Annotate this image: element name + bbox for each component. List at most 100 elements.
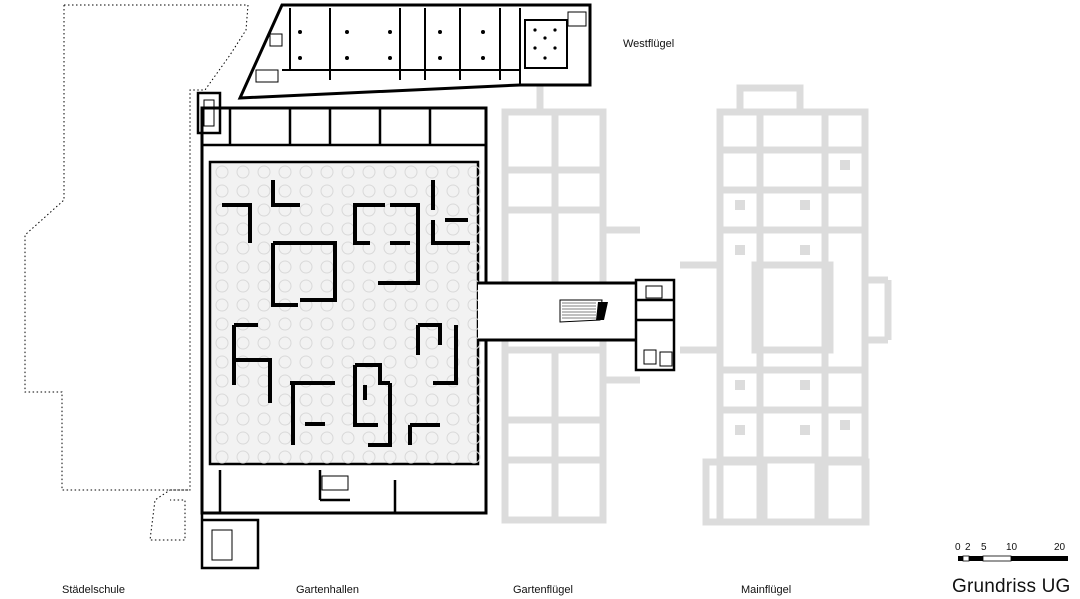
skylight-circle: [446, 279, 460, 293]
south-rooms: [200, 470, 486, 570]
skylight-circle: [320, 203, 334, 217]
skylight-circle: [257, 222, 271, 236]
skylight-circle: [446, 317, 460, 331]
skylight-circle: [278, 184, 292, 198]
skylight-circle: [425, 393, 439, 407]
skylight-circle: [320, 431, 334, 445]
skylight-circle: [215, 241, 229, 255]
skylight-circle: [404, 393, 418, 407]
skylight-circle: [278, 260, 292, 274]
skylight-circle: [215, 374, 229, 388]
skylight-circle: [383, 355, 397, 369]
skylight-circle: [467, 184, 481, 198]
skylight-circle: [467, 431, 481, 445]
skylight-circle: [257, 412, 271, 426]
skylight-circle: [383, 165, 397, 179]
label-gartenhallen: Gartenhallen: [296, 584, 359, 596]
gartenhallen: [200, 106, 488, 515]
skylight-circle: [299, 450, 313, 464]
skylight-circle: [446, 431, 460, 445]
skylight-grid: [215, 165, 481, 464]
skylight-circle: [215, 165, 229, 179]
skylight-circle: [404, 298, 418, 312]
label-gartenfluegel: Gartenflügel: [513, 584, 573, 596]
skylight-circle: [236, 412, 250, 426]
skylight-circle: [404, 450, 418, 464]
skylight-circle: [257, 260, 271, 274]
skylight-circle: [404, 355, 418, 369]
label-staedelschule: Städelschule: [62, 584, 125, 596]
skylight-circle: [320, 336, 334, 350]
skylight-circle: [278, 279, 292, 293]
skylight-circle: [299, 184, 313, 198]
skylight-circle: [446, 450, 460, 464]
plan-title: Grundriss UG: [952, 576, 1071, 597]
scale-tick-0: 0: [955, 542, 961, 553]
skylight-circle: [341, 184, 355, 198]
skylight-circle: [341, 336, 355, 350]
skylight-circle: [362, 279, 376, 293]
skylight-circle: [299, 222, 313, 236]
skylight-circle: [362, 260, 376, 274]
skylight-circle: [404, 279, 418, 293]
skylight-circle: [215, 260, 229, 274]
skylight-circle: [341, 317, 355, 331]
skylight-circle: [383, 298, 397, 312]
skylight-circle: [215, 393, 229, 407]
skylight-circle: [404, 374, 418, 388]
skylight-circle: [215, 184, 229, 198]
skylight-circle: [383, 260, 397, 274]
connector-rooms: [634, 278, 676, 372]
scale-tick-10: 10: [1006, 542, 1018, 553]
skylight-circle: [446, 184, 460, 198]
skylight-circle: [215, 336, 229, 350]
skylight-circle: [257, 279, 271, 293]
scale-tick-2: 2: [965, 542, 971, 553]
skylight-circle: [236, 431, 250, 445]
skylight-circle: [404, 165, 418, 179]
skylight-circle: [278, 165, 292, 179]
skylight-circle: [257, 165, 271, 179]
skylight-circle: [383, 336, 397, 350]
skylight-circle: [362, 450, 376, 464]
skylight-circle: [467, 222, 481, 236]
skylight-circle: [299, 336, 313, 350]
skylight-circle: [446, 222, 460, 236]
skylight-circle: [236, 393, 250, 407]
skylight-circle: [425, 355, 439, 369]
skylight-circle: [236, 450, 250, 464]
skylight-circle: [425, 450, 439, 464]
skylight-circle: [383, 222, 397, 236]
skylight-circle: [320, 393, 334, 407]
scale-tick-20: 20: [1054, 542, 1066, 553]
skylight-circle: [257, 450, 271, 464]
skylight-circle: [257, 241, 271, 255]
skylight-circle: [404, 184, 418, 198]
skylight-circle: [467, 336, 481, 350]
skylight-circle: [467, 355, 481, 369]
skylight-circle: [425, 165, 439, 179]
skylight-circle: [320, 317, 334, 331]
skylight-circle: [215, 412, 229, 426]
skylight-circle: [341, 165, 355, 179]
skylight-circle: [446, 165, 460, 179]
skylight-circle: [467, 450, 481, 464]
skylight-circle: [215, 431, 229, 445]
scale-tick-5: 5: [981, 542, 987, 553]
skylight-circle: [236, 336, 250, 350]
skylight-circle: [362, 222, 376, 236]
skylight-circle: [362, 355, 376, 369]
label-westfluegel: Westflügel: [623, 38, 675, 50]
skylight-circle: [467, 393, 481, 407]
skylight-circle: [278, 317, 292, 331]
skylight-circle: [278, 450, 292, 464]
skylight-circle: [236, 260, 250, 274]
skylight-circle: [236, 241, 250, 255]
skylight-circle: [467, 374, 481, 388]
mainfluegel-walls: [680, 84, 892, 526]
skylight-circle: [299, 260, 313, 274]
skylight-circle: [320, 184, 334, 198]
skylight-circle: [383, 184, 397, 198]
scale-bar: [958, 555, 1068, 562]
